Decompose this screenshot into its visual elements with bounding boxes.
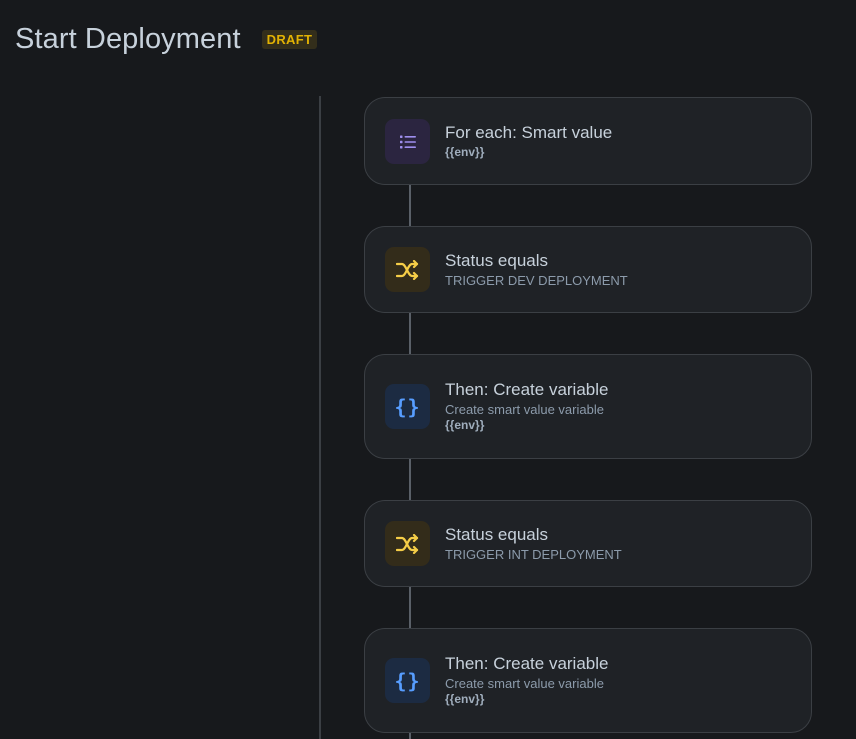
rule-step-create-variable[interactable]: {} Then: Create variable Create smart va… <box>364 628 812 733</box>
branch-icon <box>385 521 430 566</box>
list-icon <box>385 119 430 164</box>
rule-step-status-equals[interactable]: Status equals TRIGGER DEV DEPLOYMENT <box>364 226 812 313</box>
step-title: Status equals <box>445 525 549 544</box>
step-smart-value: {{env}} <box>445 418 485 432</box>
step-title: Then: Create variable <box>445 654 609 673</box>
step-title: For each: Smart value <box>445 123 613 142</box>
sidebar-divider[interactable] <box>319 96 321 739</box>
connector-line <box>409 732 411 739</box>
step-title: Then: Create variable <box>445 380 609 399</box>
page-title: Start Deployment <box>15 22 241 55</box>
step-smart-value: {{env}} <box>445 692 485 706</box>
rule-step-create-variable[interactable]: {} Then: Create variable Create smart va… <box>364 354 812 459</box>
connector-line <box>409 586 411 628</box>
step-subtitle: TRIGGER INT DEPLOYMENT <box>445 547 622 562</box>
rule-step-status-equals[interactable]: Status equals TRIGGER INT DEPLOYMENT <box>364 500 812 587</box>
status-badge: DRAFT <box>261 29 318 49</box>
connector-line <box>409 458 411 500</box>
braces-icon: {} <box>385 658 430 703</box>
connector-line <box>409 184 411 226</box>
step-subtitle: Create smart value variable <box>445 402 604 417</box>
rule-step-for-each[interactable]: For each: Smart value {{env}} <box>364 97 812 185</box>
braces-icon: {} <box>385 384 430 429</box>
step-subtitle: TRIGGER DEV DEPLOYMENT <box>445 273 628 288</box>
step-title: Status equals <box>445 251 549 270</box>
connector-line <box>409 312 411 354</box>
step-smart-value: {{env}} <box>445 145 485 159</box>
branch-icon <box>385 247 430 292</box>
step-subtitle: Create smart value variable <box>445 676 604 691</box>
header: Start Deployment DRAFT <box>15 19 318 59</box>
